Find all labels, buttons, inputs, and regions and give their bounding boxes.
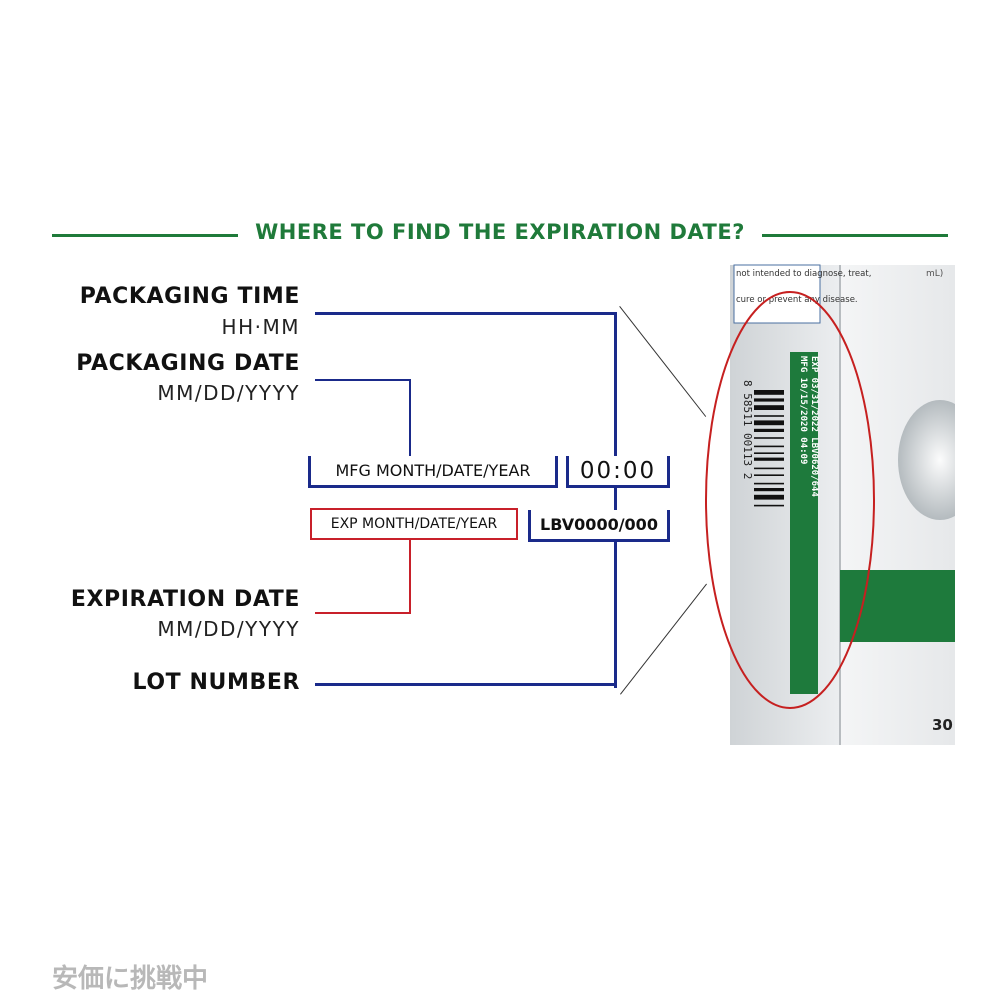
barcode-bar bbox=[754, 452, 784, 454]
connector-exp-vertical bbox=[409, 540, 411, 614]
format-expiration-date: MM/DD/YYYY bbox=[157, 617, 300, 641]
highlight-circle bbox=[705, 291, 875, 709]
barcode-bar bbox=[754, 467, 784, 470]
label-packaging-time: PACKAGING TIME bbox=[79, 284, 300, 309]
disclaimer-line-2: cure or prevent any disease. bbox=[736, 295, 858, 305]
barcode bbox=[754, 390, 784, 507]
front-bottom-text: 30 bbox=[932, 716, 953, 734]
barcode-bar bbox=[754, 494, 784, 500]
label-expiration-date: EXPIRATION DATE bbox=[70, 587, 300, 612]
barcode-bar bbox=[754, 398, 784, 402]
header-rule-left bbox=[52, 234, 238, 237]
barcode-bar bbox=[754, 390, 784, 395]
front-green-band bbox=[840, 570, 955, 642]
format-packaging-date: MM/DD/YYYY bbox=[157, 381, 300, 405]
product-box-illustration: not intended to diagnose, treat, cure or… bbox=[705, 264, 955, 745]
connector-exp-horizontal bbox=[315, 612, 411, 614]
label-lot-number: LOT NUMBER bbox=[132, 670, 300, 695]
connector-date-horizontal bbox=[315, 379, 411, 381]
barcode-bar bbox=[754, 482, 784, 485]
time-box: 00:00 bbox=[566, 456, 670, 488]
barcode-bar bbox=[754, 428, 784, 432]
barcode-bar bbox=[754, 457, 784, 461]
barcode-digits: 8 58511 00113 2 bbox=[741, 380, 754, 479]
box-left-side bbox=[730, 265, 840, 745]
exp-date-box: EXP MONTH/DATE/YEAR bbox=[310, 508, 518, 540]
barcode-bar bbox=[754, 488, 784, 492]
connector-date-vertical bbox=[409, 379, 411, 457]
label-packaging-date: PACKAGING DATE bbox=[76, 351, 300, 376]
connector-main-vertical bbox=[614, 312, 617, 688]
callout-line-bottom bbox=[620, 583, 707, 695]
corner-text: mL) bbox=[926, 269, 943, 279]
format-packaging-time: HH·MM bbox=[221, 315, 300, 339]
exp-printed-line: EXP 03/31/2022 LBV0620/644 bbox=[809, 356, 819, 497]
callout-line-top bbox=[619, 306, 707, 417]
lot-number-box: LBV0000/000 bbox=[528, 510, 670, 542]
mfg-printed-line: MFG 10/15/2020 04:09 bbox=[798, 356, 808, 464]
glass-illustration bbox=[898, 400, 955, 520]
barcode-bar bbox=[754, 415, 784, 417]
header-rule-right bbox=[762, 234, 948, 237]
connector-lot-horizontal bbox=[315, 683, 617, 686]
watermark-text: 安価に挑戦中 bbox=[52, 964, 209, 994]
page-title: WHERE TO FIND THE EXPIRATION DATE? bbox=[255, 220, 745, 244]
code-green-strip bbox=[790, 352, 818, 694]
barcode-bar bbox=[754, 445, 784, 448]
connector-time-horizontal bbox=[315, 312, 617, 315]
barcode-bar bbox=[754, 420, 784, 426]
disclaimer-line-1: not intended to diagnose, treat, bbox=[736, 269, 871, 279]
mfg-date-box: MFG MONTH/DATE/YEAR bbox=[308, 456, 558, 488]
barcode-bar bbox=[754, 405, 784, 410]
barcode-bar bbox=[754, 474, 784, 476]
barcode-bar bbox=[754, 504, 784, 507]
barcode-bar bbox=[754, 437, 784, 439]
